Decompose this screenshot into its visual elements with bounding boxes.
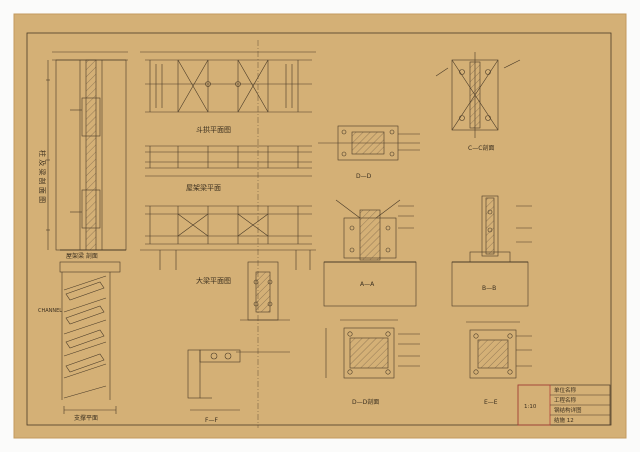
brace-elevation-view	[59, 261, 121, 414]
title-drawing: 钢结构详图	[554, 406, 582, 414]
dd-section	[318, 125, 420, 161]
title-block: 单位名称 工程名称 钢结构详图 结施 12 1:10	[517, 384, 611, 426]
title-scale: 1:10	[524, 404, 537, 410]
brace-note-label: CHANNEL	[38, 308, 62, 314]
column-elevation-view	[46, 51, 128, 251]
cc-label: C—C剖面	[468, 144, 494, 152]
elev-left-label: 屋架梁 剖面	[66, 252, 98, 260]
aa-section	[323, 199, 417, 307]
mid-truss-plan	[145, 145, 312, 177]
ff-label: F—F	[205, 417, 218, 424]
brace-label: 支撑平面	[74, 414, 98, 422]
top-truss-plan	[140, 51, 316, 113]
elev-left-side-label: 柱 及 梁 剖 面 图	[38, 150, 47, 203]
leader-lines	[398, 133, 532, 367]
dd-label: D—D	[356, 173, 372, 180]
title-org: 单位名称	[554, 386, 577, 394]
title-project: 工程名称	[554, 396, 577, 404]
ee-plan	[466, 321, 520, 379]
bb-label: B—B	[482, 285, 496, 292]
top-truss-label: 斗拱平面图	[196, 125, 231, 134]
paper-sheet	[13, 13, 627, 439]
low-truss-plan	[140, 205, 316, 270]
dd-plan	[325, 319, 398, 379]
bb-section	[451, 195, 529, 307]
cc-section	[435, 52, 521, 138]
paper-stain	[14, 14, 626, 438]
aa-label: A—A	[360, 281, 375, 288]
title-sheet-no: 结施 12	[554, 416, 574, 424]
ff-detail	[187, 349, 290, 411]
drawing-border	[26, 32, 612, 426]
ee-label: E—E	[484, 399, 498, 406]
mid-truss-label: 屋架梁平面	[186, 183, 221, 192]
low-truss-label: 大梁平面图	[196, 276, 231, 285]
dd-lower-label: D—D剖面	[352, 398, 379, 406]
